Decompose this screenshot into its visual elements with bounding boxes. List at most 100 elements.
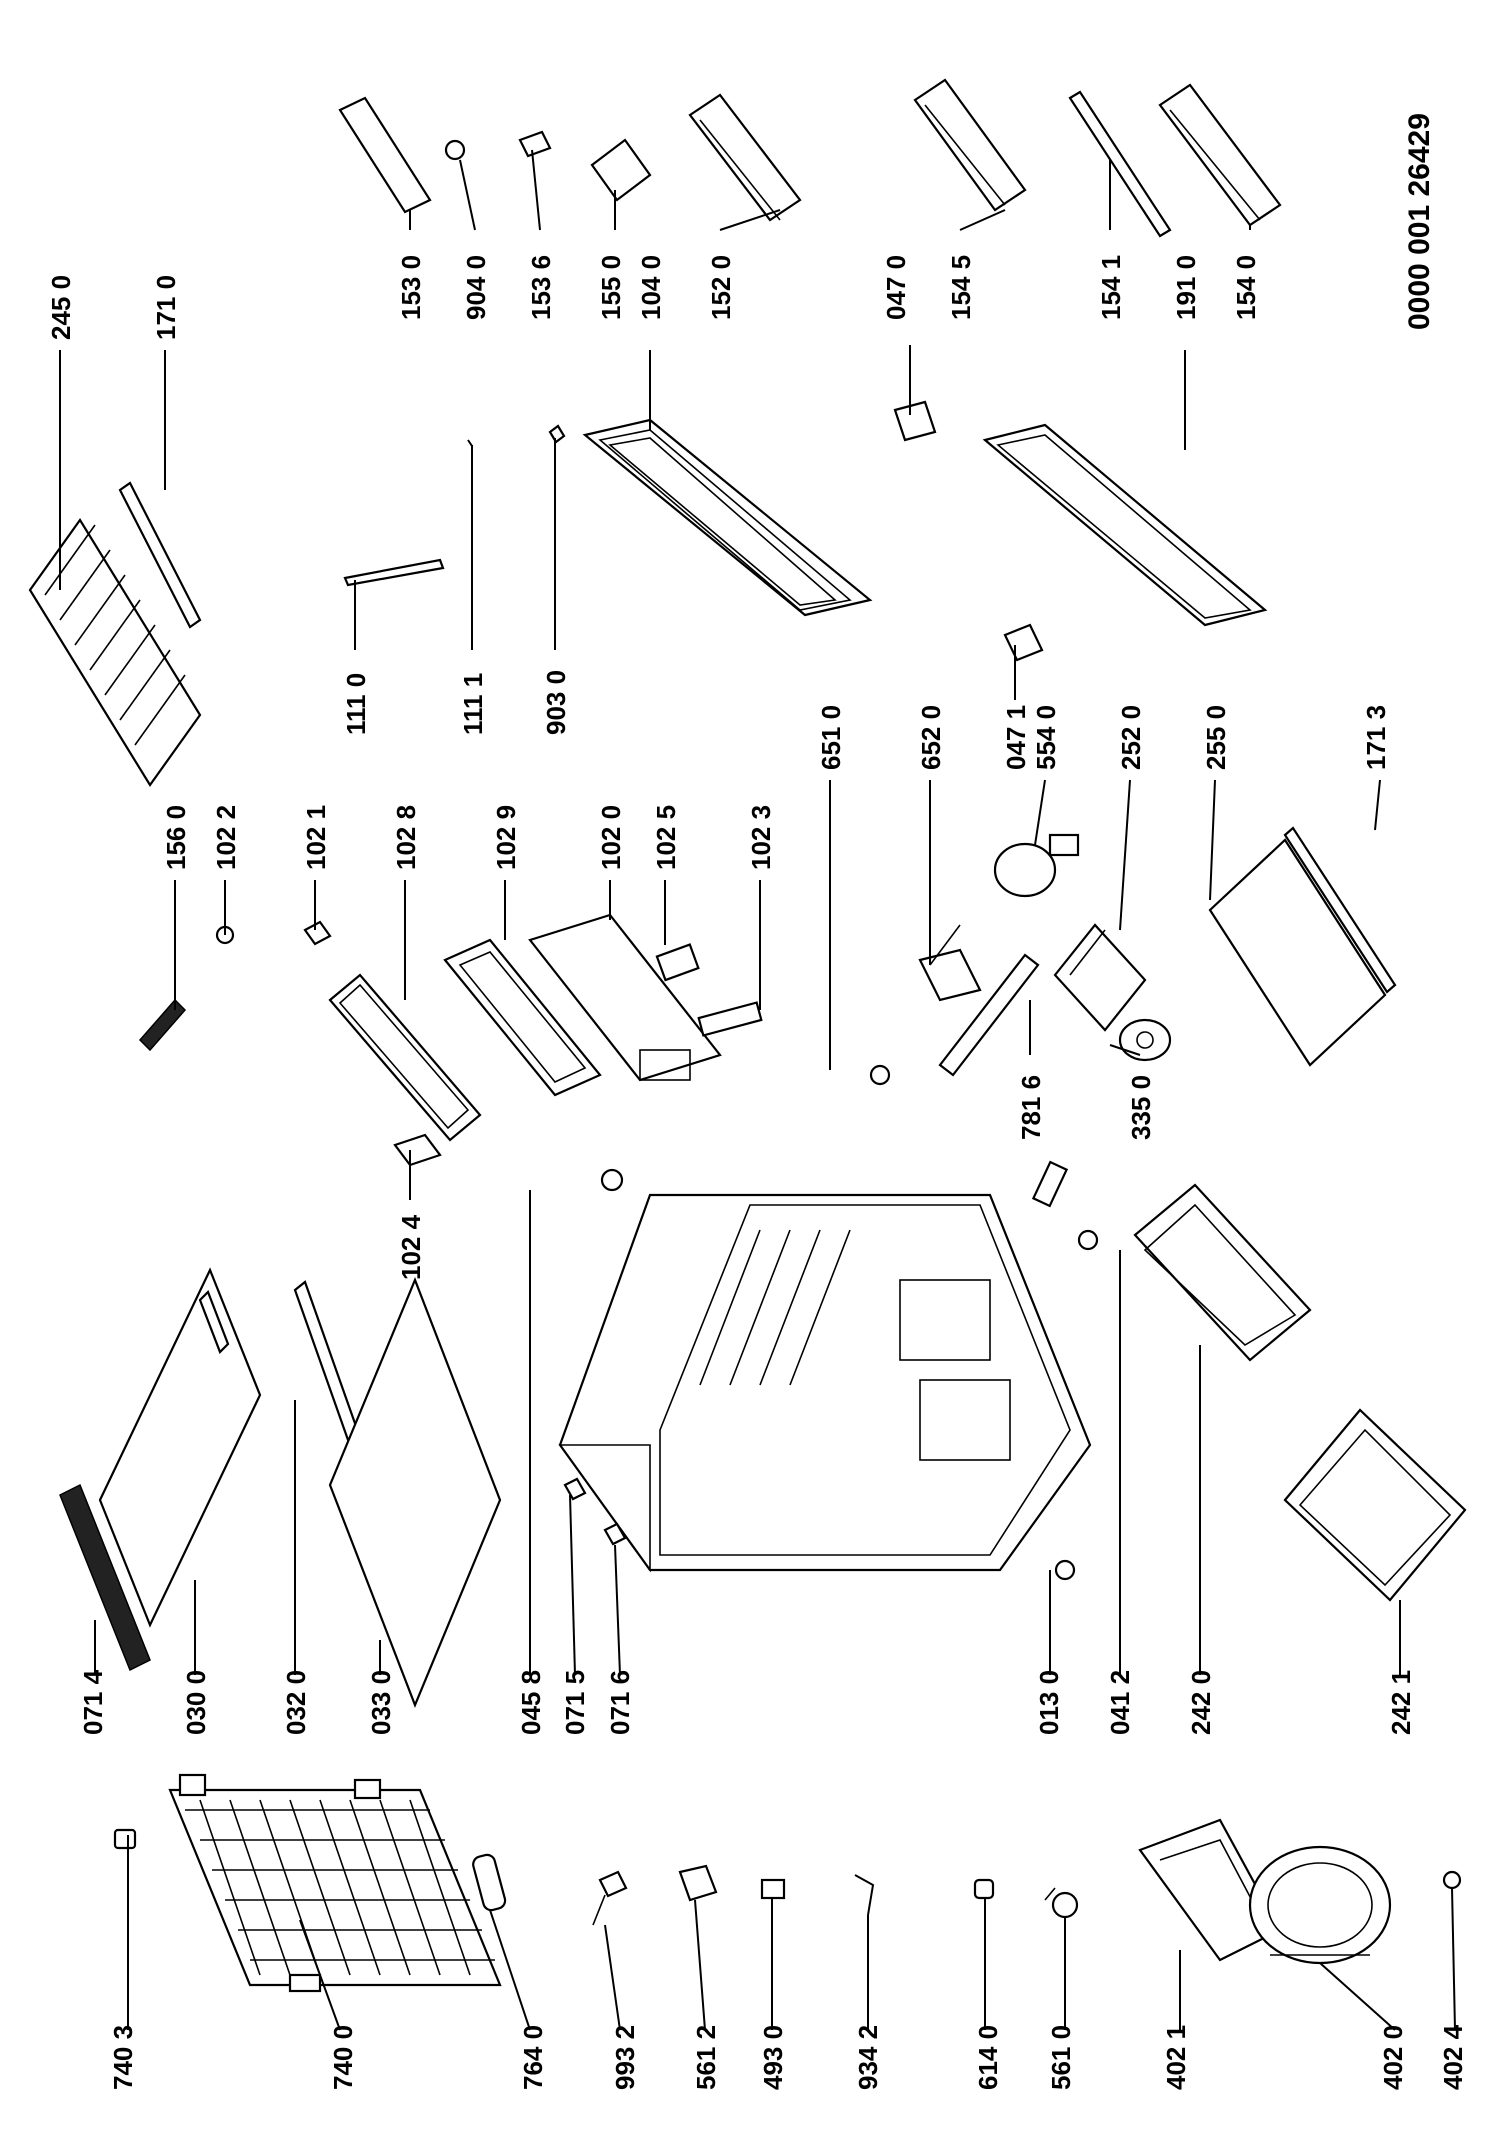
part-label: 102 5	[651, 804, 681, 870]
part-label: 154 0	[1231, 254, 1261, 320]
relay-drawing	[678, 1864, 718, 1902]
part-label: 102 3	[746, 804, 776, 870]
crisper-large-drawing	[1283, 1408, 1467, 1602]
bottle-rack-drawing	[338, 96, 432, 214]
part-label: 071 6	[605, 1669, 635, 1735]
part-label: 242 1	[1386, 1669, 1416, 1735]
lamp-cover-drawing	[938, 953, 1040, 1077]
part-label: 652 0	[916, 704, 946, 770]
fan-drawing	[993, 833, 1080, 898]
shelf-trim-drawing	[1283, 826, 1397, 994]
clip-drawing	[854, 1874, 875, 1916]
lamp-holder-drawing	[973, 1878, 995, 1900]
part-label: 561 0	[1046, 2024, 1076, 2090]
part-label: 242 0	[1186, 1669, 1216, 1735]
part-label: 045 8	[516, 1669, 546, 1735]
part-label: 252 0	[1116, 704, 1146, 770]
part-label: 402 1	[1161, 2024, 1191, 2090]
part-label: 255 0	[1201, 704, 1231, 770]
part-label: 102 1	[301, 804, 331, 870]
door-gasket-drawing	[982, 423, 1268, 627]
bottom-hinge-drawing	[1003, 623, 1044, 662]
top-hinge-drawing	[893, 400, 937, 442]
part-label: 402 0	[1378, 2024, 1408, 2090]
glass-shelf-drawing	[1208, 838, 1387, 1067]
control-panel-drawing	[918, 924, 982, 1002]
condenser-coil-drawing	[168, 1773, 502, 1993]
grille-drawing	[59, 1483, 151, 1672]
part-label: 740 0	[328, 2024, 358, 2090]
part-label: 041 2	[1105, 1669, 1135, 1735]
part-label: 153 6	[526, 254, 556, 320]
part-label: 740 3	[108, 2024, 138, 2090]
base-panel-drawing	[328, 1277, 502, 1708]
part-label: 111 0	[341, 672, 371, 735]
part-label: 102 4	[396, 1214, 426, 1280]
bottle-bin-drawing	[1158, 83, 1282, 227]
part-label: 102 9	[491, 804, 521, 870]
part-label: 171 0	[151, 274, 181, 340]
part-label: 402 4	[1438, 2024, 1468, 2090]
crisper-small-drawing	[1133, 1183, 1312, 1362]
fan-wheel-drawing	[1118, 1018, 1172, 1062]
part-label: 156 0	[161, 804, 191, 870]
part-label: 152 0	[706, 254, 736, 320]
bar-drawing	[1068, 90, 1172, 238]
document-number: 0000 001 26429	[1403, 113, 1436, 330]
part-label: 013 0	[1034, 1669, 1064, 1735]
part-label: 561 2	[691, 2024, 721, 2090]
part-label: 154 5	[946, 254, 976, 320]
door-stop-drawing	[548, 424, 566, 444]
freezer-door-gasket-drawing	[328, 973, 482, 1142]
clip-small-drawing	[303, 920, 332, 946]
part-label: 047 0	[881, 254, 911, 320]
leader-lines	[59, 149, 1456, 2031]
ice-tray-drawing	[138, 998, 187, 1052]
part-label: 155 0	[596, 254, 626, 320]
drier-filter-drawing	[472, 1853, 507, 1912]
part-label: 030 0	[181, 1669, 211, 1735]
part-label: 104 0	[636, 254, 666, 320]
part-label: 651 0	[816, 704, 846, 770]
part-label: 903 0	[541, 669, 571, 735]
part-label: 764 0	[518, 2024, 548, 2090]
part-label: 904 0	[461, 254, 491, 320]
capacitor-drawing	[760, 1878, 786, 1900]
door-bin-drawing	[688, 93, 802, 222]
shelf-edge-drawing	[118, 481, 202, 629]
wire-shelf-drawing	[28, 518, 202, 787]
compressor-drawing	[1248, 1845, 1392, 1965]
part-label: 153 0	[396, 254, 426, 320]
part-label: 191 0	[1171, 254, 1201, 320]
part-label: 071 4	[78, 1669, 108, 1735]
part-label: 934 2	[853, 2024, 883, 2090]
part-label: 102 8	[391, 804, 421, 870]
part-label: 493 0	[758, 2024, 788, 2090]
flap-drawing	[393, 1133, 442, 1167]
fan-motor-drawing	[1053, 923, 1147, 1032]
hinge-cover-drawing	[518, 130, 552, 158]
part-label: 614 0	[973, 2024, 1003, 2090]
part-label: 033 0	[366, 1669, 396, 1735]
label-card-drawing	[655, 943, 700, 982]
part-label: 102 2	[211, 804, 241, 870]
part-label: 102 0	[596, 804, 626, 870]
cabinet-drawing	[558, 1160, 1099, 1573]
part-label: 781 6	[1016, 1074, 1046, 1140]
overload-drawing	[1044, 1887, 1079, 1919]
butter-bin-drawing	[913, 78, 1027, 212]
egg-cup-drawing	[444, 139, 466, 161]
grommet-drawing	[1442, 1870, 1462, 1890]
freezer-door-frame-drawing	[443, 938, 602, 1097]
door-hinge-pin-drawing	[343, 558, 445, 587]
part-label: 171 3	[1361, 704, 1391, 770]
thermostat-drawing	[869, 1064, 891, 1086]
freezer-compartment-drawing	[528, 913, 722, 1082]
part-label: 245 0	[46, 274, 76, 340]
fridge-door-drawing	[582, 418, 873, 617]
part-label: 111 1	[458, 672, 488, 735]
small-connector-drawing	[113, 1828, 137, 1850]
part-label: 554 0	[1031, 704, 1061, 770]
